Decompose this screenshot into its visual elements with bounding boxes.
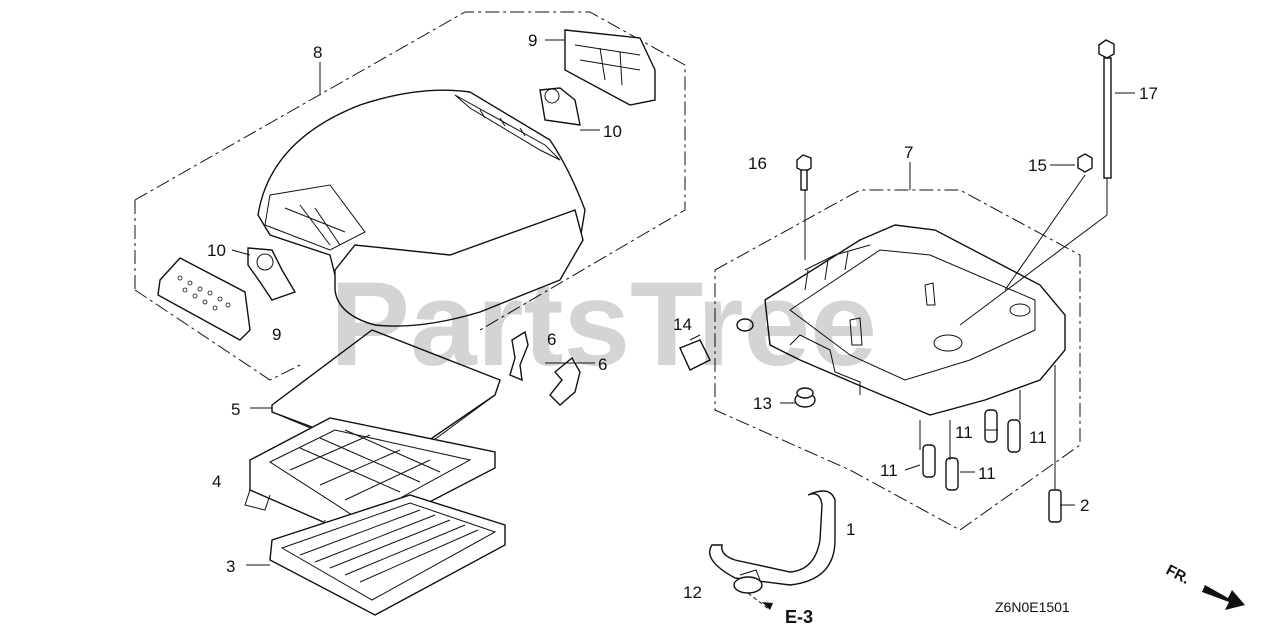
callout-16: 16: [748, 154, 767, 173]
air-cleaner-cover: [257, 89, 586, 327]
leader-lines: [231, 39, 1135, 566]
callout-11-a: 11: [955, 423, 973, 442]
plug-part-14: [679, 318, 754, 371]
collar-part-11-b: [945, 457, 959, 491]
callout-7: 7: [904, 143, 913, 162]
breather-tube: [708, 490, 836, 586]
callout-5: 5: [231, 400, 240, 419]
cover-clip-upper: [539, 87, 581, 126]
reference-arrow: [747, 592, 773, 611]
callout-10-lower: 10: [207, 241, 226, 260]
callout-10-upper: 10: [603, 122, 622, 141]
collar-part-11-c: [984, 409, 998, 443]
nut-part-15: [1004, 153, 1093, 291]
callout-15: 15: [1028, 156, 1047, 175]
front-label: FR.: [1163, 562, 1192, 588]
front-direction-arrow: [1202, 585, 1245, 610]
bolt-part-16: [796, 154, 812, 260]
case-assembly-boundary: [714, 189, 1081, 531]
callout-9-upper: 9: [528, 31, 537, 50]
callout-11-c: 11: [880, 461, 898, 480]
collar-part-11-a: [922, 444, 936, 478]
grommet-part-13: [794, 387, 816, 408]
air-filter-element: [269, 494, 506, 616]
watermark: PartsTree: [330, 257, 877, 391]
callout-9-lower: 9: [272, 325, 281, 344]
cover-clip-lower: [247, 247, 297, 301]
callout-13: 13: [753, 394, 772, 413]
clip-part-6-b: [549, 356, 581, 406]
callout-17: 17: [1139, 84, 1158, 103]
callout-11-b: 11: [1029, 428, 1047, 447]
callout-6-b: 6: [598, 355, 607, 374]
collar-part-11-d: [1007, 419, 1021, 453]
callout-8: 8: [313, 43, 322, 62]
callout-14: 14: [673, 315, 692, 334]
callout-3: 3: [226, 557, 235, 576]
spacer-part-2: [1048, 365, 1062, 523]
clip-part-6-a: [509, 330, 529, 382]
callout-12: 12: [683, 583, 702, 602]
callout-2: 2: [1080, 496, 1089, 515]
bolt-part-17: [959, 39, 1115, 326]
reference-e3: E-3: [785, 607, 813, 627]
callout-1: 1: [846, 520, 855, 539]
callout-11-d: 11: [978, 464, 996, 483]
callout-6-a: 6: [547, 330, 556, 349]
cover-grille-lower: [157, 257, 251, 341]
air-cleaner-case: [764, 224, 1066, 416]
diagram-code: Z6N0E1501: [995, 599, 1070, 615]
cover-grille-upper: [564, 29, 656, 106]
callout-4: 4: [212, 472, 221, 491]
